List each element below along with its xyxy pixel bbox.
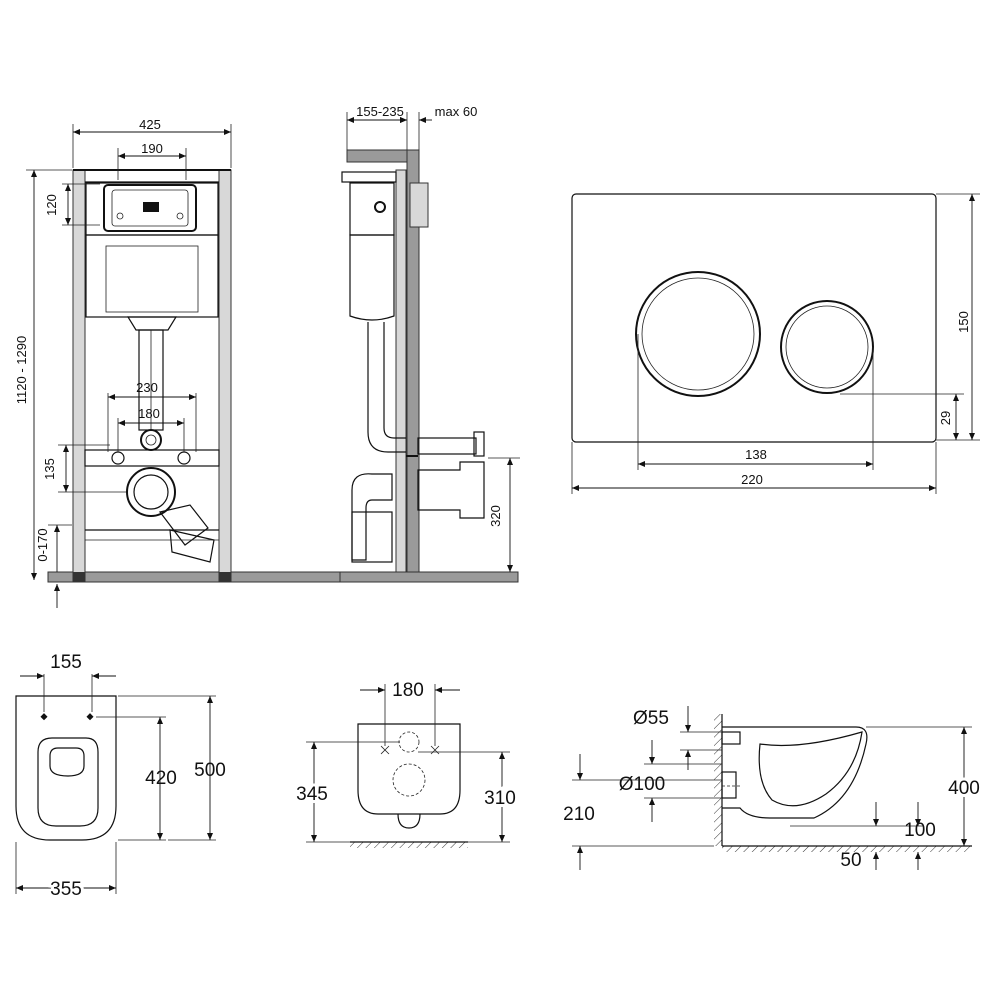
- dim-bowl-length: 500: [194, 760, 226, 781]
- flush-button-large: [635, 271, 761, 397]
- bowl-front-view: 180 345 310: [293, 680, 519, 848]
- dim-frame-height: 1120 - 1290: [14, 336, 29, 404]
- dim-base-offset: 50: [840, 850, 861, 871]
- flush-plate-side: [409, 182, 429, 228]
- floor-hatch-side: [722, 846, 972, 852]
- bowl-side-basin: [758, 731, 863, 807]
- frame-side-view: 155-235 max 60 320: [339, 104, 520, 583]
- dim-plate-width: 220: [741, 472, 763, 487]
- bowl-side-outline: [722, 726, 868, 819]
- bowl-side-view: Ø55 Ø100 210 400 100 50: [563, 706, 983, 871]
- bowl-top-basin: [37, 737, 99, 827]
- dim-outlet-diameter: Ø100: [619, 774, 665, 795]
- frame-right-upright: [218, 169, 232, 583]
- frame-upright-side: [395, 169, 407, 583]
- floor-hatch-front: [350, 842, 468, 848]
- drain-elbow: [126, 467, 176, 517]
- dim-side-outlet-height: 320: [488, 505, 503, 527]
- dim-panel-height: 120: [44, 194, 59, 216]
- cistern-side-top: [349, 182, 395, 236]
- dim-wall-max: max 60: [435, 104, 478, 119]
- flush-plate-view: 150 29 138 220: [571, 193, 980, 494]
- frame-front-view: 425 190 120 1120 - 1290 230 180 135 0: [14, 117, 519, 608]
- inlet-connector: [417, 437, 477, 455]
- flush-pipe-outlet: [140, 429, 162, 451]
- dim-hole-spacing-front: 180: [392, 680, 424, 701]
- dim-bowl-height: 400: [948, 778, 980, 799]
- dim-bowl-width: 355: [50, 879, 82, 900]
- dim-plate-height: 150: [956, 311, 971, 333]
- flush-opening: [103, 184, 197, 232]
- dim-panel-width: 190: [141, 141, 163, 156]
- dim-rim-offset: 100: [904, 820, 936, 841]
- dim-inlet-diameter: Ø55: [633, 708, 669, 729]
- dim-outlet-height: 135: [42, 458, 57, 480]
- dim-floor-adjust: 0-170: [35, 528, 50, 561]
- drain-side: [351, 473, 393, 561]
- outlet-connector: [417, 461, 485, 519]
- frame-left-upright: [72, 169, 86, 583]
- mounting-stud-left: [111, 451, 125, 465]
- cistern-side-body: [349, 234, 395, 321]
- dim-front-height-left: 345: [296, 784, 328, 805]
- dim-button-span: 138: [745, 447, 767, 462]
- flush-plate: [571, 193, 937, 443]
- dim-stud-inner: 180: [138, 406, 160, 421]
- bowl-back-outline: [357, 723, 461, 815]
- dim-hole-spacing-top: 155: [50, 652, 82, 673]
- mounting-stud-right: [177, 451, 191, 465]
- bowl-top-outline: [15, 695, 117, 841]
- dim-frame-width: 425: [139, 117, 161, 132]
- dim-stud-spacing: 230: [136, 380, 158, 395]
- flush-button-small: [780, 300, 874, 394]
- dim-button-offset: 29: [938, 411, 953, 425]
- bowl-top-view: 155 420 500 355: [15, 652, 226, 903]
- dim-bowl-inner-length: 420: [145, 768, 177, 789]
- dim-front-height-right: 310: [484, 788, 516, 809]
- dim-frame-depth: 155-235: [356, 104, 404, 119]
- dim-side-outlet-height: 210: [563, 804, 595, 825]
